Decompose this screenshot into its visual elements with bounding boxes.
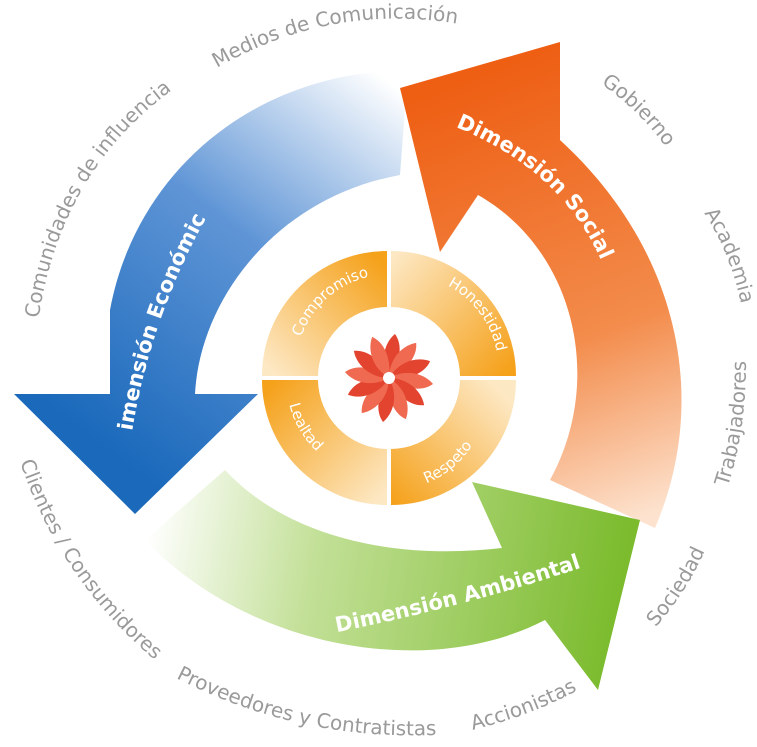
stakeholder-accionistas: Accionistas bbox=[468, 673, 580, 734]
svg-text:Academia: Academia bbox=[700, 203, 757, 305]
value-segment-honestidad bbox=[391, 251, 516, 376]
stakeholder-gobierno: Gobierno bbox=[598, 68, 681, 150]
svg-text:Accionistas: Accionistas bbox=[468, 673, 580, 734]
stakeholder-proveedores: Proveedores y Contratistas bbox=[174, 661, 437, 740]
svg-text:Proveedores y Contratistas: Proveedores y Contratistas bbox=[174, 661, 437, 740]
stakeholder-sociedad: Sociedad bbox=[641, 543, 709, 631]
value-segment-compromiso bbox=[262, 251, 387, 376]
svg-text:Sociedad: Sociedad bbox=[641, 543, 709, 631]
value-segment-respeto bbox=[391, 380, 516, 505]
values-ring bbox=[262, 251, 516, 505]
svg-text:Trabajadores: Trabajadores bbox=[709, 361, 751, 490]
stakeholder-academia: Academia bbox=[700, 203, 757, 305]
svg-text:Gobierno: Gobierno bbox=[598, 68, 681, 150]
flower-logo-icon bbox=[345, 334, 433, 422]
economic-dimension-arrow bbox=[14, 70, 408, 514]
stakeholder-medios: Medios de Comunicación bbox=[208, 0, 460, 72]
value-segment-lealtad bbox=[262, 380, 387, 505]
stakeholder-trabajadores: Trabajadores bbox=[709, 361, 751, 490]
svg-text:Medios de Comunicación: Medios de Comunicación bbox=[208, 0, 460, 72]
social-dimension-arrow bbox=[400, 42, 682, 528]
environmental-dimension-arrow bbox=[145, 470, 640, 690]
